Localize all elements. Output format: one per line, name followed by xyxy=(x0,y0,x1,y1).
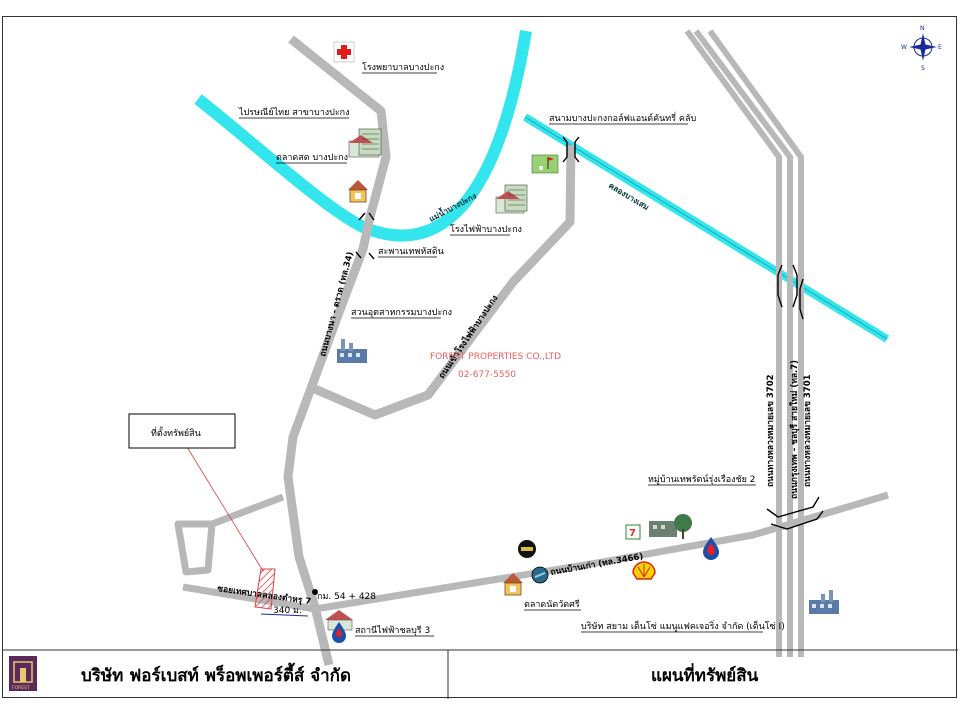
company-watermark-name: FOREST PROPERTIES CO.,LTD xyxy=(430,352,561,362)
road-bangna-trat xyxy=(283,35,391,667)
road-ban-kao-label: ถนนบ้านเก่า (ทล.3466) xyxy=(550,551,645,578)
power-station-3-label: สถานีไฟฟ้าชลบุรี 3 xyxy=(355,625,430,636)
property-pointer xyxy=(186,446,264,572)
property-label: ที่ตั้งทรัพย์สิน xyxy=(151,426,201,439)
company-watermark-phone: 02-677-5550 xyxy=(458,370,516,380)
market-wat-sri-label: ตลาดนัดวัดศรี xyxy=(524,599,580,610)
company-logo: FOREST xyxy=(9,656,37,691)
bridge-marks xyxy=(355,136,824,530)
road-highways xyxy=(684,29,804,657)
road-sukhumvit-label: ถนนกรุงเทพ - ชลบุรี สายใหม่ (ทล.7) xyxy=(789,360,800,499)
footer-company-name: บริษัท ฟอร์เบสท์ พร็อพเพอร์ตี้ส์ จำกัด xyxy=(81,662,351,686)
ptt-station-icon[interactable] xyxy=(703,537,719,560)
road-loop-link xyxy=(210,493,285,528)
hospital-icon[interactable] xyxy=(333,41,355,63)
hospital-label: โรงพยาบาลบางปะกง xyxy=(362,62,444,73)
golf-club-label: สนามบางปะกงกอล์ฟแอนด์คันทรี่ คลับ xyxy=(549,111,696,124)
road-branch-west xyxy=(313,144,576,420)
factory-icon[interactable] xyxy=(809,590,839,614)
village-icon[interactable] xyxy=(649,514,692,539)
svg-text:7: 7 xyxy=(629,528,636,539)
bridge-label: สะพานเทพหัสดิน xyxy=(378,246,444,257)
svg-text:N: N xyxy=(920,25,925,32)
footer: FOREST บริษัท ฟอร์เบสท์ พร็อพเพอร์ตี้ส์ … xyxy=(3,649,958,699)
road-network xyxy=(174,35,889,667)
post-office-icon[interactable] xyxy=(348,128,382,158)
power-plant-label: โรงไฟฟ้าบางปะกง xyxy=(450,224,522,235)
village-label: หมู่บ้านเทพรัตน์รุ่งเรืองชัย 2 xyxy=(648,473,755,485)
property-label-box xyxy=(128,413,236,449)
road-3701-label: ถนนทางหลวงหมายเลข 3701 xyxy=(803,374,813,487)
map-labels: โรงพยาบาลบางปะกง ไปรษณีย์ไทย สาขาบางปะกง… xyxy=(217,62,813,637)
distance-label: 340 ม. xyxy=(273,606,302,616)
road-power-plant-label: ถนนเข้าโรงไฟฟ้าบางปะกง xyxy=(436,293,500,381)
market-label: ตลาดสด บางปะกง xyxy=(276,153,348,163)
shell-station-icon[interactable] xyxy=(632,561,656,580)
road-3702-label: ถนนทางหลวงหมายเลข 3702 xyxy=(766,374,776,487)
market-roundel-icon[interactable] xyxy=(531,566,549,584)
golf-course-icon[interactable] xyxy=(531,154,559,174)
svg-text:W: W xyxy=(901,44,907,51)
seven-eleven-icon[interactable]: 7 xyxy=(625,524,641,540)
road-soi xyxy=(182,583,316,613)
industrial-park-icon[interactable] xyxy=(337,339,367,363)
svg-text:S: S xyxy=(921,65,925,72)
industrial-park-label: สวนอุตสาหกรรมบางปะกง xyxy=(351,308,452,318)
map-frame: ที่ตั้งทรัพย์สิน xyxy=(2,16,958,699)
factory-label: บริษัท สยาม เด็นโซ่ แมนูแฟคเจอริ่ง จำกัด… xyxy=(581,619,785,632)
km-marker-label: กม. 54 + 428 xyxy=(317,592,376,602)
distance-arrow xyxy=(260,613,309,617)
market-wat-sri-icon[interactable] xyxy=(503,573,523,596)
post-office-label: ไปรษณีย์ไทย สาขาบางปะกง xyxy=(238,106,350,118)
svg-text:FOREST: FOREST xyxy=(12,685,30,691)
fuel-brand-icon[interactable] xyxy=(518,540,536,558)
km-marker-dot xyxy=(312,589,318,595)
svg-text:E: E xyxy=(938,44,942,51)
property-map[interactable]: ที่ตั้งทรัพย์สิน xyxy=(3,17,958,699)
property-plot[interactable] xyxy=(254,568,276,610)
market-house-icon[interactable] xyxy=(348,180,368,203)
footer-map-title: แผนที่ทรัพย์สิน xyxy=(651,663,759,686)
road-bangna-trat-label: ถนนบางนา - ตราด (ทล.34) xyxy=(318,251,356,358)
river xyxy=(194,30,532,242)
road-loop xyxy=(174,520,216,576)
power-plant-icon[interactable] xyxy=(495,184,528,214)
power-station-3-icon[interactable] xyxy=(325,610,353,643)
compass-icon: N S E W xyxy=(901,25,942,72)
